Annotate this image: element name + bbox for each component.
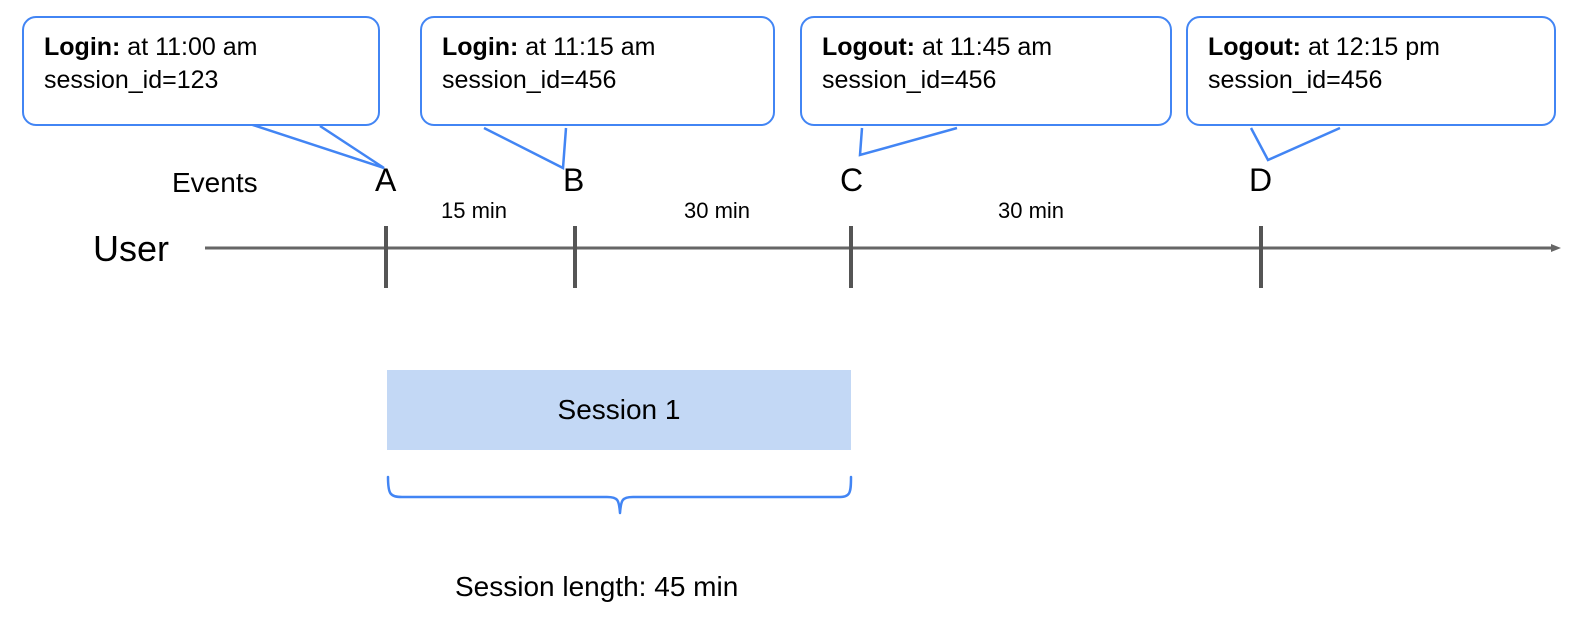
- callout-d-line2: session_id=456: [1208, 66, 1383, 94]
- callout-b-line2: session_id=456: [442, 66, 617, 94]
- callout-a-event: Login:: [44, 33, 121, 61]
- duration-label-cd: 30 min: [998, 198, 1065, 223]
- callout-c-event: Logout:: [822, 33, 916, 61]
- tick-label-d: D: [1249, 162, 1273, 198]
- callout-d-line1: Logout: at 12:15 pm: [1208, 31, 1536, 64]
- callout-logout-c[interactable]: Logout: at 11:45 am session_id=456: [800, 16, 1172, 126]
- callout-d-event: Logout:: [1208, 33, 1302, 61]
- callout-b-line1: Login: at 11:15 am: [442, 31, 755, 64]
- events-label: Events: [172, 167, 258, 198]
- session-brace: [386, 475, 853, 515]
- callout-tail-d: [1249, 126, 1341, 162]
- session-length-caption: Session length: 45 min: [455, 571, 739, 602]
- callout-c-line2: session_id=456: [822, 66, 997, 94]
- tick-label-c: C: [840, 162, 864, 198]
- session-bar-label: Session 1: [557, 394, 681, 425]
- callout-d-time: at 12:15 pm: [1301, 33, 1440, 61]
- callout-a-line2: session_id=123: [44, 66, 219, 94]
- callout-logout-d[interactable]: Logout: at 12:15 pm session_id=456: [1186, 16, 1556, 126]
- tick-label-b: B: [563, 162, 585, 198]
- callout-b-time: at 11:15 am: [518, 33, 656, 61]
- callout-c-line1: Logout: at 11:45 am: [822, 31, 1152, 64]
- callout-tail-a: [249, 122, 385, 170]
- lane-label-user: User: [93, 228, 170, 269]
- callout-a-line1: Login: at 11:00 am: [44, 31, 360, 64]
- tick-label-a: A: [375, 162, 397, 198]
- duration-label-bc: 30 min: [684, 198, 751, 223]
- callout-tail-b: [483, 126, 568, 170]
- callout-login-a[interactable]: Login: at 11:00 am session_id=123: [22, 16, 380, 126]
- callout-c-time: at 11:45 am: [915, 33, 1053, 61]
- duration-label-ab: 15 min: [441, 198, 508, 223]
- callout-b-event: Login:: [442, 33, 519, 61]
- callout-a-time: at 11:00 am: [120, 33, 258, 61]
- session-bar-1[interactable]: Session 1: [387, 370, 851, 450]
- callout-tail-c: [858, 126, 958, 157]
- callout-login-b[interactable]: Login: at 11:15 am session_id=456: [420, 16, 775, 126]
